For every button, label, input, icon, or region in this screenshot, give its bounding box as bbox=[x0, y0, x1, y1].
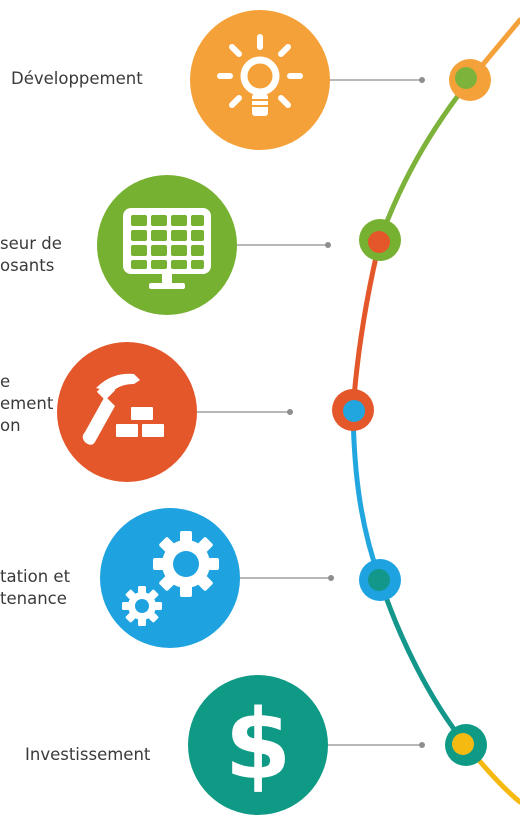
connectors bbox=[197, 77, 425, 748]
stage-label-dev: Développement bbox=[11, 69, 143, 88]
solar-panel-icon bbox=[123, 208, 211, 289]
stage-label-ops: tation et tenance bbox=[0, 567, 71, 608]
stage-circle-build bbox=[57, 342, 197, 482]
svg-text:$: $ bbox=[225, 689, 292, 801]
node-2 bbox=[359, 219, 401, 261]
curve-segment-3 bbox=[350, 407, 383, 583]
stage-circle-invest bbox=[188, 675, 328, 815]
curve-segment-2 bbox=[350, 237, 383, 413]
stage-label-supplier: seur de osants bbox=[0, 234, 62, 275]
connector-dot-5 bbox=[419, 742, 425, 748]
stage-label-invest: Investissement bbox=[25, 745, 151, 764]
lightbulb-icon bbox=[217, 34, 303, 116]
curve-segment-1 bbox=[377, 77, 473, 243]
hammer-bricks-icon bbox=[82, 373, 164, 445]
connector-dot-1 bbox=[419, 77, 425, 83]
connector-dot-3 bbox=[287, 409, 293, 415]
stage-circle-dev bbox=[190, 10, 330, 150]
node-5 bbox=[445, 724, 487, 766]
stage-label-build: e ement on bbox=[0, 372, 54, 435]
gears-icon bbox=[122, 531, 219, 626]
node-1 bbox=[449, 59, 491, 101]
node-4 bbox=[359, 559, 401, 601]
connector-dot-2 bbox=[325, 242, 331, 248]
node-3 bbox=[332, 389, 374, 431]
dollar-icon: $ bbox=[225, 689, 292, 801]
curve-segment-4 bbox=[377, 577, 469, 748]
connector-dot-4 bbox=[328, 575, 334, 581]
